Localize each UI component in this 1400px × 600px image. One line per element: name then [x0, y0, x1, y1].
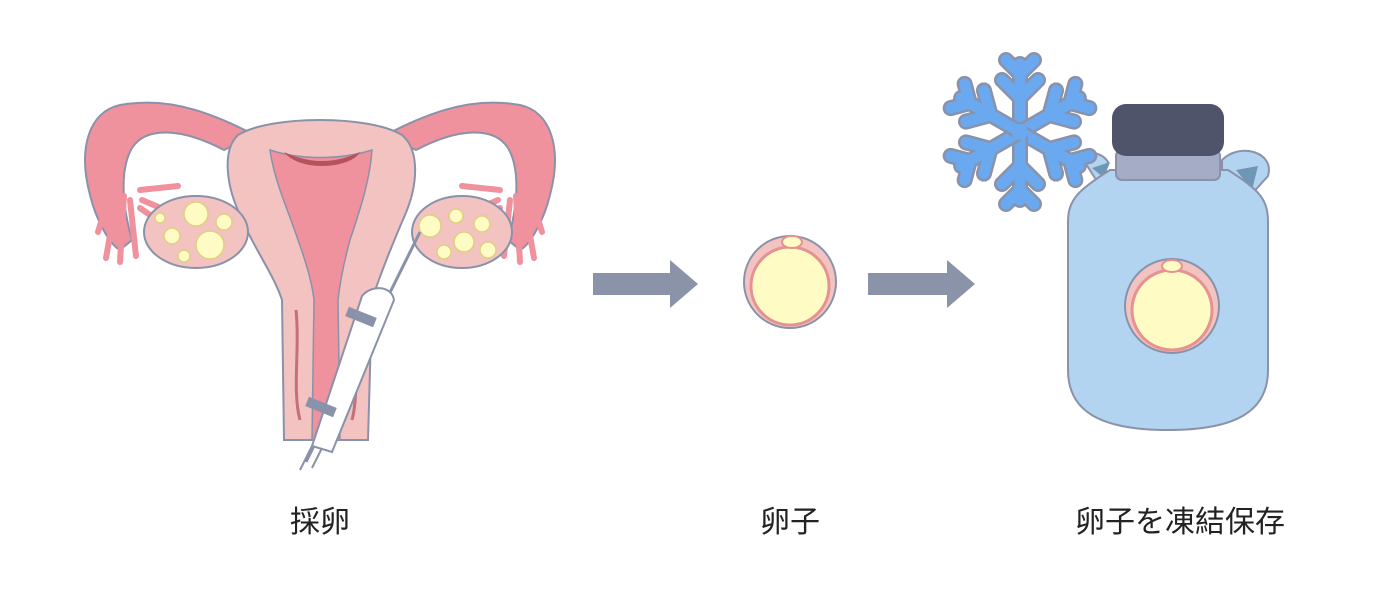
arrow-right-icon	[868, 260, 975, 308]
snowflake-icon	[942, 52, 1098, 212]
tank-lid	[1112, 104, 1224, 156]
step-label-egg: 卵子	[760, 505, 820, 540]
step-label-retrieval: 採卵	[290, 505, 350, 540]
uterine-cavity	[269, 148, 373, 441]
step-label-freezing: 卵子を凍結保存	[1075, 505, 1285, 540]
retrieval-needle	[299, 231, 422, 471]
arrow-right-icon	[593, 260, 698, 308]
right-ovary	[411, 195, 513, 269]
uterus-retrieval-icon	[84, 101, 556, 471]
left-ovary	[143, 195, 249, 269]
egg-cell-icon	[743, 235, 837, 329]
right-fimbriae	[501, 183, 545, 265]
cryo-tank-icon	[1067, 104, 1270, 432]
stored-egg	[1124, 258, 1220, 354]
left-fimbriae	[95, 183, 139, 265]
